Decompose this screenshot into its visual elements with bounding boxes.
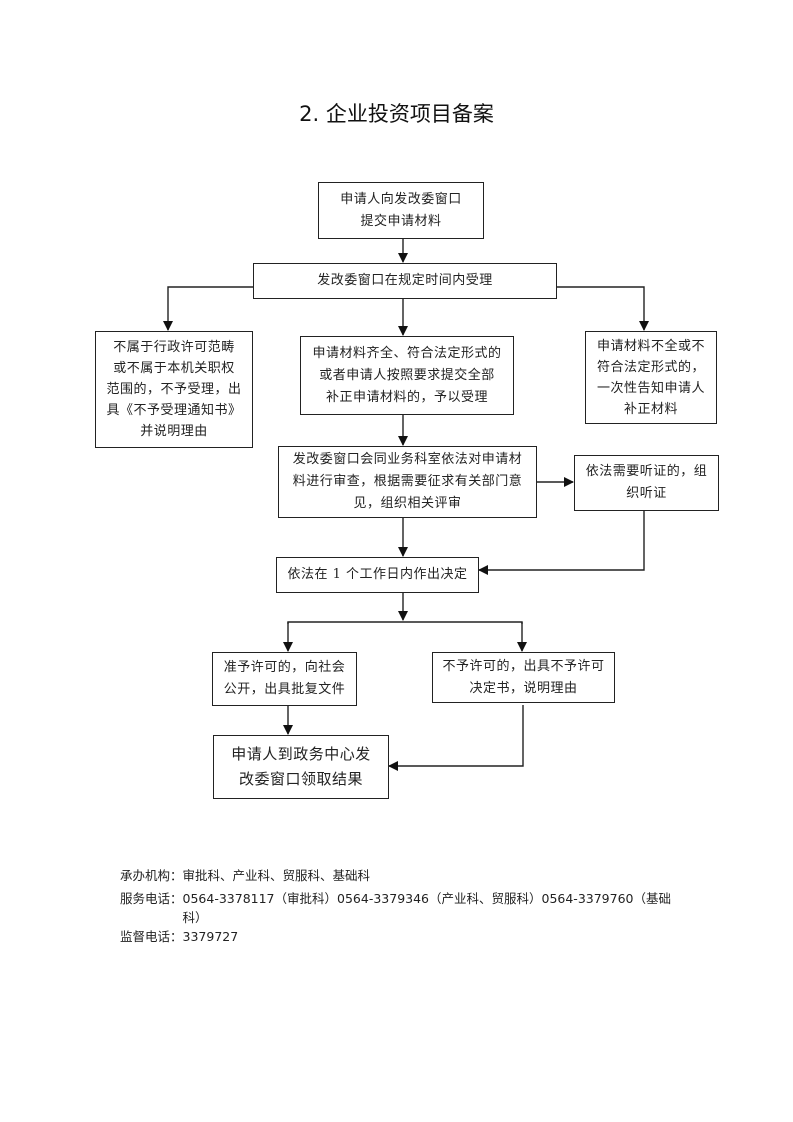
node-text: 见，组织相关评审 <box>353 496 462 511</box>
node-text: 依法需要听证的，组 <box>585 464 708 479</box>
node-text: 公开，出具批复文件 <box>223 682 346 697</box>
node-text: 发改委窗口在规定时间内受理 <box>317 273 493 288</box>
node-text: 准予许可的，向社会 <box>223 660 346 675</box>
phone-label: 服务电话： <box>120 891 183 906</box>
node-review: 发改委窗口会同业务科室依法对申请材 料进行审查，根据需要征求有关部门意 见，组织… <box>278 446 537 518</box>
node-result: 申请人到政务中心发 改委窗口领取结果 <box>213 735 389 799</box>
node-deny: 不予许可的，出具不予许可 决定书，说明理由 <box>432 652 615 703</box>
page-title: 2. 企业投资项目备案 <box>299 102 494 126</box>
node-text: 范围的，不予受理，出 <box>106 382 242 397</box>
node-decision: 依法在 1 个工作日内作出决定 <box>276 557 479 593</box>
node-text: 补正材料 <box>623 401 678 417</box>
node-hearing: 依法需要听证的，组 织听证 <box>574 455 719 511</box>
node-incomplete: 申请材料不全或不 符合法定形式的， 一次性告知申请人 补正材料 <box>585 331 717 424</box>
org-label: 承办机构： <box>120 868 183 883</box>
org-value: 审批科、产业科、贸服科、基础科 <box>182 868 371 883</box>
node-text: 符合法定形式的， <box>596 359 705 375</box>
footer-supervise-row: 监督电话： 3379727 <box>120 927 683 946</box>
node-text: 决定书，说明理由 <box>469 680 578 696</box>
arrow-hearing-decision <box>478 510 645 575</box>
node-text: 料进行审查，根据需要征求有关部门意 <box>292 474 523 489</box>
node-text: 不予许可的，出具不予许可 <box>442 658 605 674</box>
node-text: 改委窗口领取结果 <box>238 770 363 788</box>
node-complete: 申请材料齐全、符合法定形式的 或者申请人按照要求提交全部 补正申请材料的，予以受… <box>300 336 514 415</box>
node-text: 一次性告知申请人 <box>596 380 705 396</box>
node-text: 发改委窗口会同业务科室依法对申请材 <box>292 452 523 467</box>
arrow-accept-incomplete <box>556 286 649 331</box>
node-accept: 发改委窗口在规定时间内受理 <box>253 263 557 299</box>
phone-value: 0564-3378117（审批科）0564-3379346（产业科、贸服科）05… <box>182 891 671 925</box>
node-text: 并说明理由 <box>140 424 208 439</box>
node-text: 补正申请材料的，予以受理 <box>325 389 488 405</box>
node-text: 或者申请人按照要求提交全部 <box>319 367 495 383</box>
supervise-label: 监督电话： <box>120 929 183 944</box>
node-text: 具《不予受理通知书》 <box>106 403 242 418</box>
node-text: 申请材料齐全、符合法定形式的 <box>312 345 502 361</box>
node-submit: 申请人向发改委窗口提交申请材料 <box>318 182 484 239</box>
footer-info: 承办机构： 审批科、产业科、贸服科、基础科 服务电话： 0564-3378117… <box>120 866 683 946</box>
footer-org-row: 承办机构： 审批科、产业科、贸服科、基础科 <box>120 866 683 885</box>
node-approve: 准予许可的，向社会 公开，出具批复文件 <box>212 652 357 706</box>
arrow-deny-result <box>388 705 524 771</box>
node-text: 申请材料不全或不 <box>596 338 705 354</box>
supervise-value: 3379727 <box>182 929 239 944</box>
arrow-accept-reject <box>163 286 253 331</box>
arrow-split-approve <box>287 621 523 624</box>
node-text: 提交申请材料 <box>360 213 442 229</box>
node-text: 依法在 1 个工作日内作出决定 <box>287 567 468 582</box>
footer-phone-row: 服务电话： 0564-3378117（审批科）0564-3379346（产业科、… <box>120 889 683 927</box>
node-text: 申请人到政务中心发 <box>231 745 371 763</box>
node-reject: 不属于行政许可范畴 或不属于本机关职权 范围的，不予受理，出 具《不予受理通知书… <box>95 331 253 448</box>
node-text: 织听证 <box>626 486 667 501</box>
node-text: 申请人向发改委窗口 <box>340 191 462 207</box>
node-text: 或不属于本机关职权 <box>113 361 235 376</box>
node-text: 不属于行政许可范畴 <box>113 340 235 355</box>
